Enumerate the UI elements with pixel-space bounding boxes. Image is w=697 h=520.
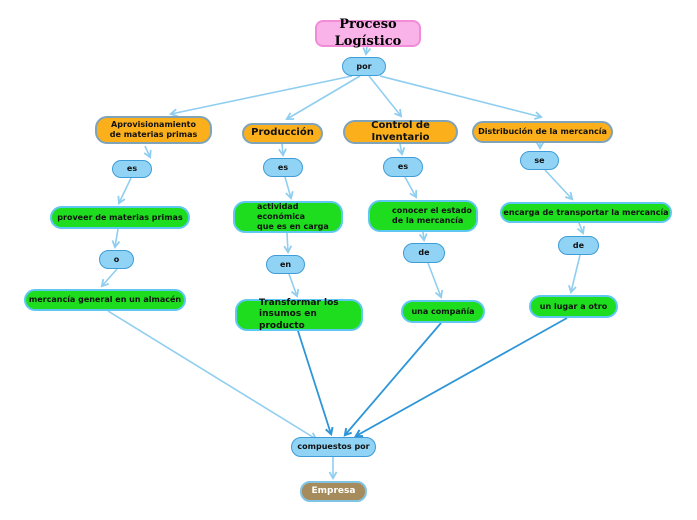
link-es-1[interactable]: es	[112, 160, 152, 178]
edge-concept3a-de	[423, 231, 424, 240]
edge-por-topic3	[368, 75, 401, 116]
concept-mercancia-almacen[interactable]: mercancía general en un almacén	[24, 289, 186, 311]
edge-o-concept1b	[102, 268, 118, 286]
link-de-3[interactable]: de	[403, 243, 445, 263]
link-es-3[interactable]: es	[383, 157, 423, 177]
link-compuestos-por[interactable]: compuestos por	[291, 437, 376, 457]
edge-concept4b-compuestos	[356, 317, 568, 436]
edge-topic3-es	[400, 143, 402, 154]
concept-encarga-transportar[interactable]: encarga de transportar la mercancía	[500, 202, 672, 223]
concept-empresa[interactable]: Empresa	[300, 481, 367, 502]
edge-es-concept3a	[404, 176, 416, 197]
topic-aprovisionamiento[interactable]: Aprovisionamiento de materias primas	[95, 116, 212, 144]
topic-produccion[interactable]: Producción	[242, 123, 323, 144]
edge-de-concept4b	[571, 254, 581, 292]
edge-concept1a-o	[115, 228, 118, 247]
edge-concept1b-compuestos	[107, 310, 316, 439]
concept-proveer-materias[interactable]: proveer de materias primas	[50, 206, 190, 229]
link-por[interactable]: por	[342, 57, 386, 76]
topic-control-inventario[interactable]: Control de Inventario	[343, 120, 458, 144]
concept-transformar-insumos[interactable]: Transformar los insumos en producto	[235, 298, 363, 331]
edge-en-concept2b	[288, 273, 297, 296]
edge-por-topic4	[379, 75, 541, 117]
edge-topic2-es	[282, 143, 283, 155]
link-es-2[interactable]: es	[263, 158, 303, 177]
concept-una-compania[interactable]: una compañía	[401, 300, 485, 323]
link-de-4[interactable]: de	[558, 236, 599, 255]
edge-es-concept1a	[119, 177, 132, 203]
link-se[interactable]: se	[520, 151, 559, 170]
concept-conocer-estado[interactable]: conocer el estado de la mercancía	[368, 200, 478, 232]
edge-por-topic2	[287, 75, 361, 119]
link-en[interactable]: en	[266, 255, 305, 274]
edge-concept2b-compuestos	[297, 330, 331, 434]
edge-title-por	[366, 46, 367, 54]
map-title[interactable]: Proceso Logístico	[315, 17, 421, 49]
edge-concept4a-de	[579, 222, 583, 233]
concept-lugar-a-otro[interactable]: un lugar a otro	[529, 295, 618, 318]
edge-por-topic1	[171, 75, 353, 114]
edge-se-concept4a	[544, 169, 572, 199]
edge-concept2a-en	[287, 232, 288, 252]
edge-topic1-es	[145, 145, 150, 157]
link-o[interactable]: o	[99, 250, 134, 269]
topic-distribucion[interactable]: Distribución de la mercancía	[472, 121, 613, 143]
edge-de-concept3b	[427, 262, 441, 297]
edge-concept3b-compuestos	[345, 322, 442, 435]
edge-es-concept2a	[284, 176, 291, 198]
concept-actividad-economica[interactable]: actividad económica que es en carga	[233, 201, 343, 233]
